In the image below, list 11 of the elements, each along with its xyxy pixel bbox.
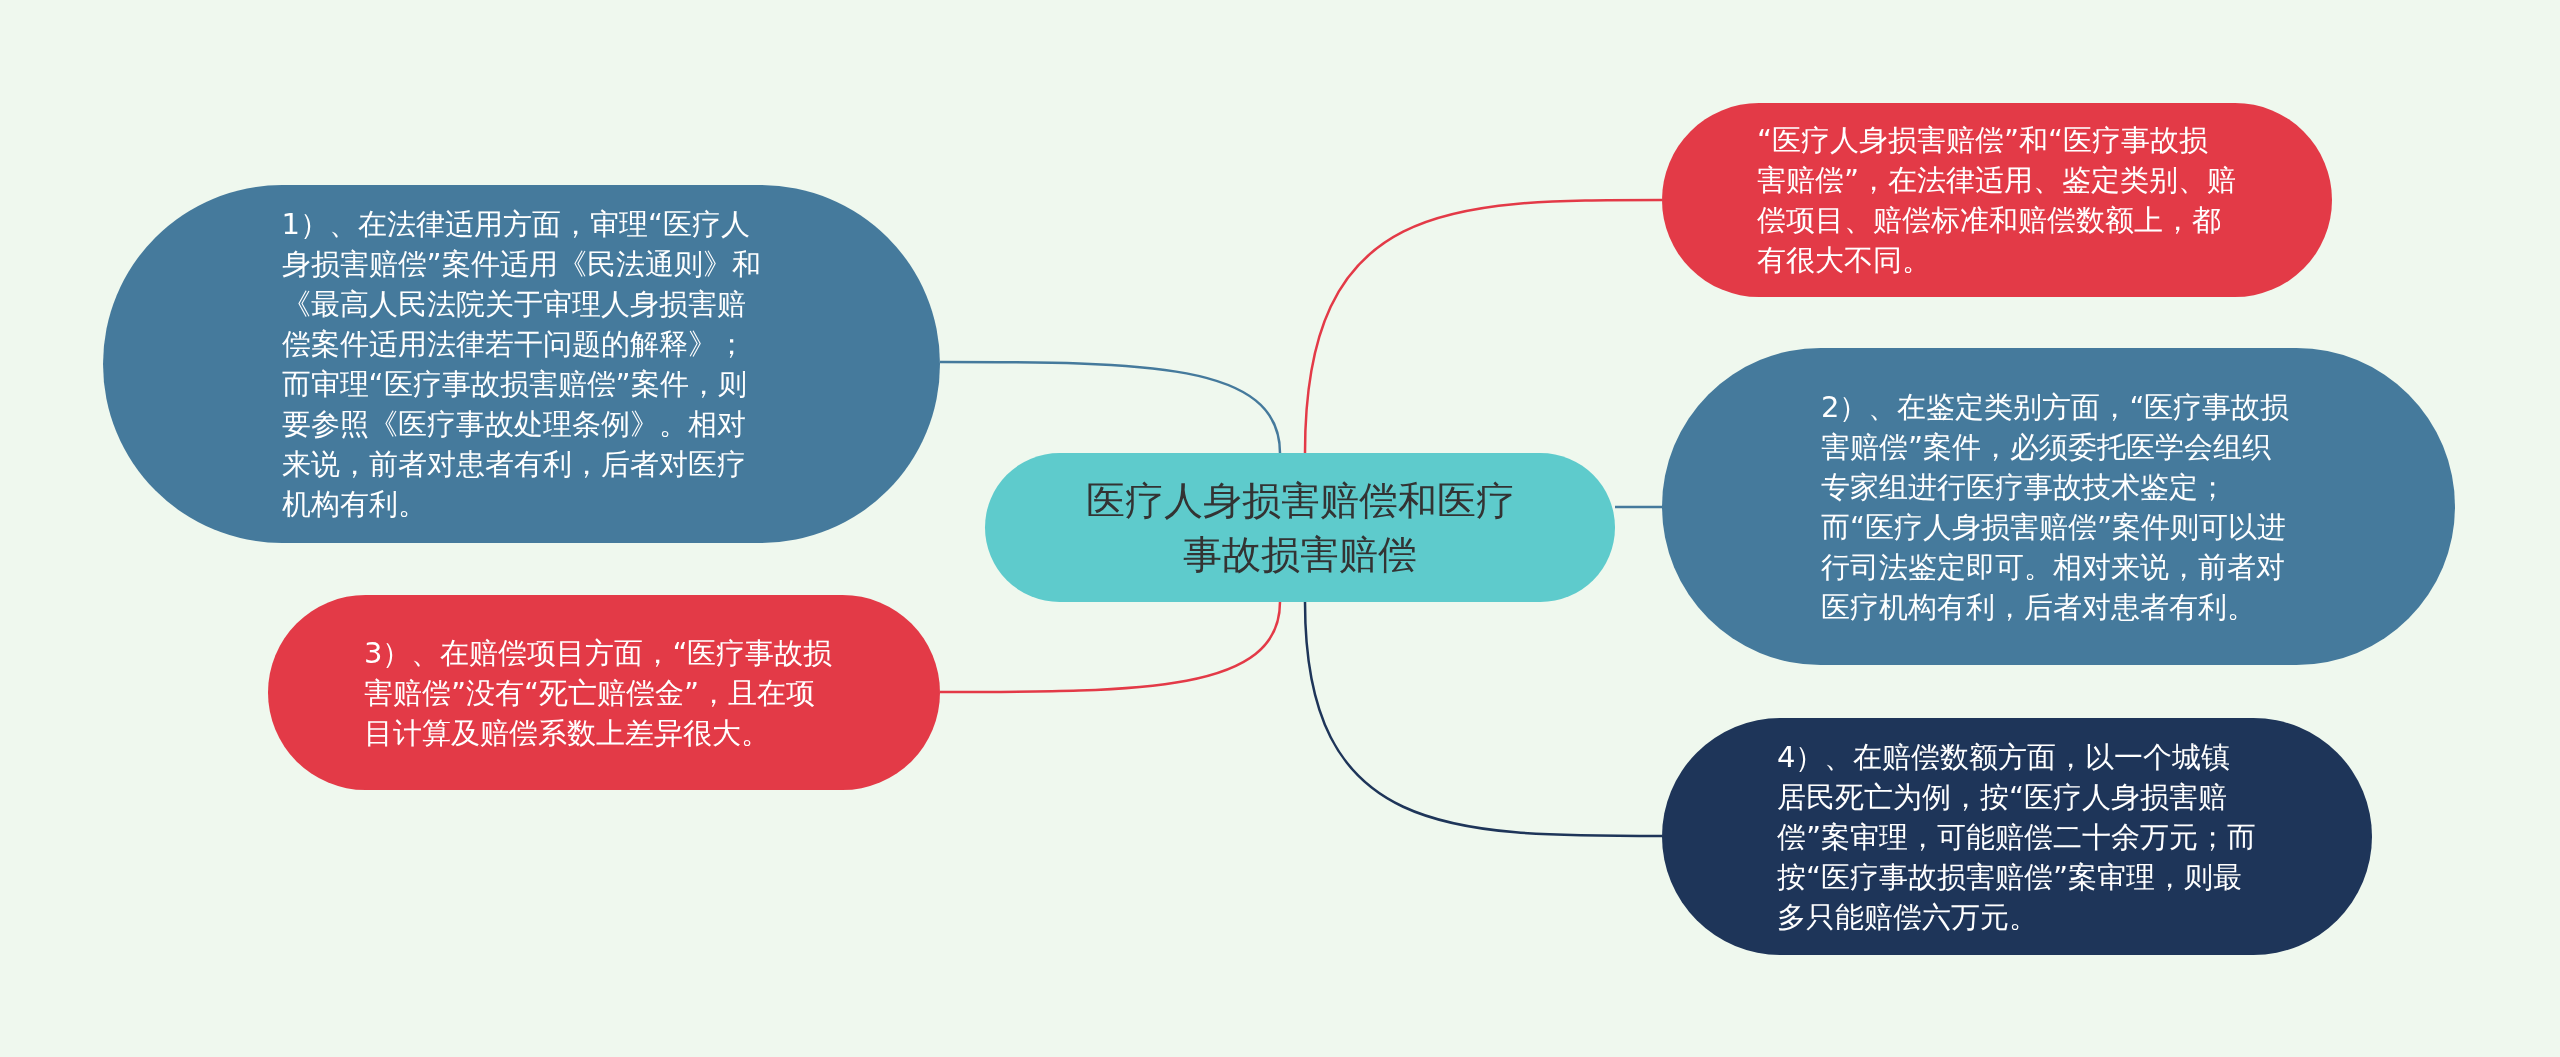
topic-title: 医疗人身损害赔偿和医疗事故损害赔偿 [1084,476,1516,579]
paragraph-text: “医疗人身损害赔偿”和“医疗事故损害赔偿”，在法律适用、鉴定类别、赔偿项目、赔偿标准和赔偿数额上，都有很大不同。 [1757,122,2237,279]
connector-line [1303,198,1662,454]
connector-line [940,601,1282,694]
paragraph-text: 2）、在鉴定类别方面，“医疗事故损害赔偿”案件，必须委托医学会组织专家组进行医疗事故技术鉴定；而“医疗人身损害赔偿”案件则可以进行司法鉴定即可。相对来说，前者对医疗机构有利，后者对患者有利。 [1821,388,2291,626]
connector-line [940,360,1282,454]
connector-line [1303,601,1662,838]
connector-line [1615,505,1662,509]
paragraph-text: 1）、在法律适用方面，审理“医疗人身损害赔偿”案件适用《民法通则》和《最高人民法院关于审理人身损害赔偿案件适用法律若干问题的解释》；而审理“医疗事故损害赔偿”案件，则要参照《医疗事故处理条例》。相对来说，前者对患者有利，后者对医疗机构有利。 [281,206,762,523]
paragraph-text: 4）、在赔偿数额方面，以一个城镇居民死亡为例，按“医疗人身损害赔偿”案审理，可能赔偿二十余万元；而按“医疗事故损害赔偿”案审理，则最多只能赔偿六万元。 [1777,738,2257,936]
paragraph-text: 3）、在赔偿项目方面，“医疗事故损害赔偿”没有“死亡赔偿金”，且在项目计算及赔偿系数上差异很大。 [364,634,834,752]
